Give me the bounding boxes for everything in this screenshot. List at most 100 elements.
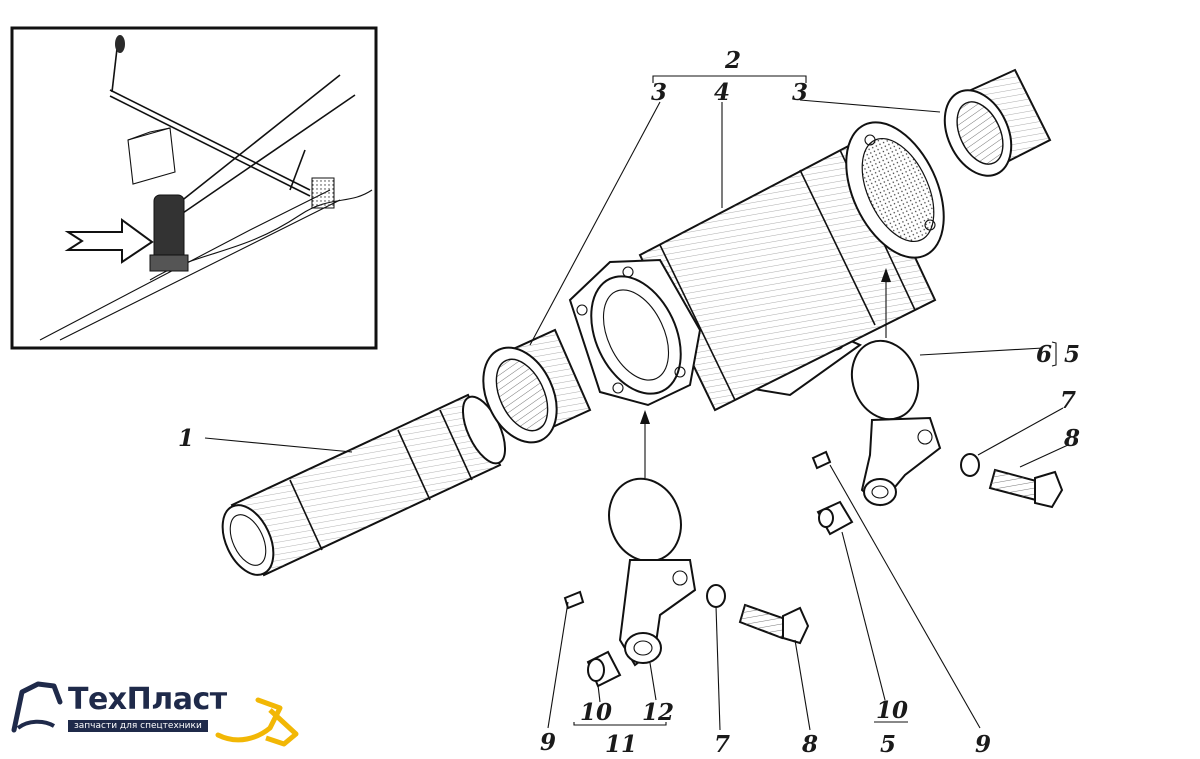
housing-left-bore [590, 275, 682, 395]
logo-name: ТехПласт [68, 682, 227, 717]
housing-left-bore-inner [602, 289, 670, 381]
collar-bolt-hole-top [864, 134, 876, 146]
leader-10-right [841, 531, 886, 701]
inset-box [127, 127, 176, 185]
inset-lever-knob [115, 35, 125, 53]
bolt-8-right-thread [990, 470, 1040, 500]
clamp-6-eye-hole [871, 485, 889, 499]
logo-excavator-icon [11, 681, 299, 747]
key-9-right [811, 450, 832, 470]
collar-bolt-hole-bottom [924, 219, 936, 231]
logo-tagline: запчасти для спецтехники [68, 720, 208, 732]
bracket-2 [652, 75, 807, 83]
leader-10-left [597, 684, 601, 703]
bracket-11 [573, 722, 667, 726]
callout-9-left: 9 [540, 729, 556, 756]
callout-9-right: 9 [975, 731, 991, 758]
clamp-12-eye-hole [633, 640, 653, 656]
callout-5-bottom: 5 [880, 731, 896, 758]
inset-lever-right [289, 149, 306, 191]
callout-6: 6 [1036, 341, 1052, 368]
part-12-lever-clamp [608, 477, 697, 667]
washer-7-right [960, 453, 980, 477]
arrow-head-left-icon [640, 410, 650, 424]
part-3-bushing-right [943, 68, 1052, 177]
bolt-8-left-thread [740, 605, 788, 638]
callout-8-left: 8 [801, 731, 818, 758]
leader-9-left [547, 601, 569, 729]
clamp-6-ring [850, 339, 920, 421]
callout-5-top: 5 [1064, 341, 1080, 368]
key-9-left [563, 590, 585, 610]
leader-1 [204, 437, 353, 453]
leader-7-left [715, 605, 721, 731]
inset-link-rod-2 [179, 94, 356, 216]
clamp-6-bolt-hole [917, 429, 933, 445]
washer-7-left [706, 584, 726, 608]
inset-box-top [127, 127, 171, 141]
bolt-8-right-head [1034, 470, 1064, 509]
flange-hole-1 [576, 304, 588, 316]
part-6-lever-clamp [850, 339, 942, 507]
callout-1: 1 [178, 425, 194, 452]
shaft-step-1 [289, 479, 323, 551]
inset-cross-rod [109, 89, 311, 191]
leader-3-right [799, 99, 941, 113]
callout-3-left: 3 [651, 79, 667, 106]
nut-10-left-face [587, 658, 605, 682]
logo: ТехПласт запчасти для спецтехники [8, 680, 308, 755]
shaft-bore [229, 514, 267, 566]
callout-8-right: 8 [1063, 425, 1080, 452]
clamp-12-ring [608, 477, 682, 563]
part-4-housing [568, 121, 945, 412]
inset-rail-1 [39, 189, 331, 341]
bolt-8-left-head [782, 606, 810, 645]
bushing-right-bore [956, 101, 1004, 165]
nut-10-right [816, 500, 854, 536]
part-3-bushing-left [482, 328, 592, 444]
housing-ring-1 [659, 244, 736, 401]
flange-hole-3 [674, 366, 686, 378]
part-1-shaft [221, 393, 507, 577]
inset-bracket [311, 177, 335, 209]
bolt-8-left [738, 603, 810, 645]
inset-rail-2 [59, 199, 341, 341]
bushing-left-bore [495, 358, 549, 432]
leader-6 [919, 347, 1044, 356]
callout-2: 2 [724, 47, 741, 74]
leader-9-right [829, 464, 981, 729]
leader-8-right [1019, 444, 1069, 468]
callout-7-right: 7 [1060, 387, 1076, 414]
callouts: 1 2 3 4 3 6 5 7 8 9 10 12 11 7 8 10 5 9 [178, 47, 1080, 758]
leader-3-left [529, 101, 661, 346]
leader-7-right [977, 407, 1064, 456]
hardware [563, 450, 1064, 688]
housing-ring-2 [799, 169, 876, 326]
assembly-arrows [640, 268, 891, 478]
flange-hole-4 [612, 382, 624, 394]
inset-pointer-arrow-icon [64, 218, 154, 264]
nut-10-left [586, 650, 622, 688]
nut-10-right-face [818, 508, 834, 528]
shaft-step-3 [439, 409, 473, 481]
bracket-6 [1051, 341, 1057, 367]
bolt-8-right [988, 468, 1064, 509]
callout-10-left: 10 [580, 699, 612, 726]
leader-lines [204, 75, 1069, 731]
shaft-end-face [221, 504, 275, 576]
callout-12: 12 [642, 699, 674, 726]
clamp-12-eye [624, 632, 662, 664]
flange-hole-2 [622, 266, 634, 278]
shaft-step-2 [397, 429, 431, 501]
clamp-12-bolt-hole [672, 570, 688, 586]
callout-3-right: 3 [792, 79, 808, 106]
callout-10-right: 10 [876, 697, 908, 724]
callout-4: 4 [714, 79, 730, 106]
leader-12 [649, 662, 657, 701]
inset-link-rod-1 [169, 74, 341, 211]
callout-7-left: 7 [714, 731, 730, 758]
leader-8-left [794, 639, 811, 731]
shaft-shading [232, 395, 500, 575]
